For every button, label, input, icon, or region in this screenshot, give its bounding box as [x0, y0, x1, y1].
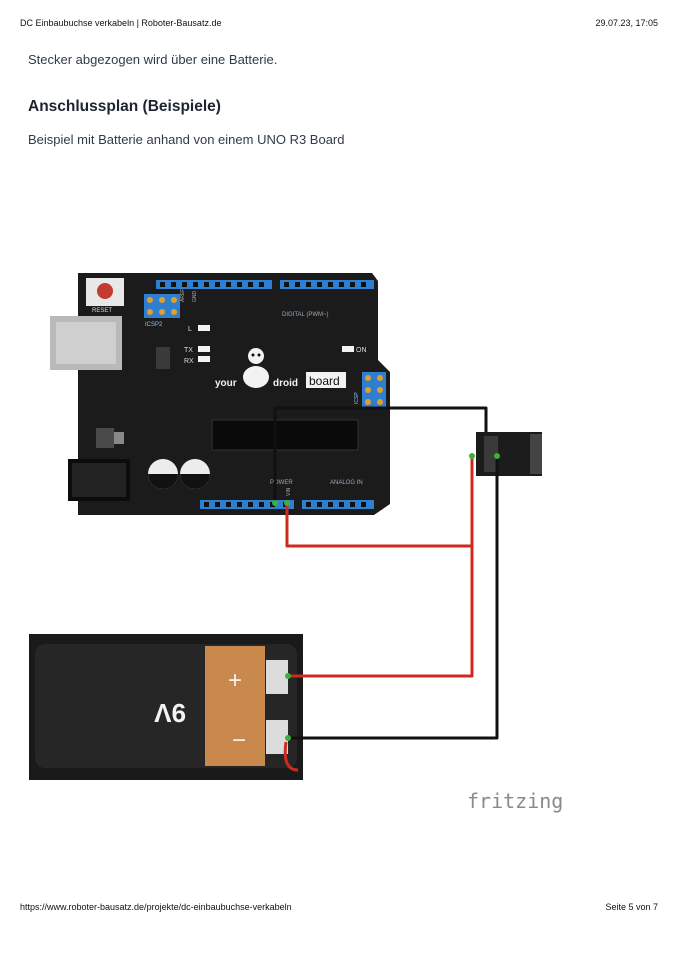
connection-dots — [272, 453, 500, 741]
digital-header-right — [280, 280, 374, 289]
battery-9v: 9V + − — [29, 634, 303, 780]
voltage-regulator — [96, 428, 114, 448]
led-tx — [198, 346, 210, 352]
crystal — [156, 347, 170, 369]
analog-label: ANALOG IN — [330, 480, 363, 486]
wire-plus-battery — [288, 456, 474, 678]
led-l — [198, 325, 210, 331]
power-header — [200, 500, 294, 509]
reset-label: RESET — [92, 308, 112, 314]
analog-header — [302, 500, 374, 509]
print-footer-url: https://www.roboter-bausatz.de/projekte/… — [20, 902, 292, 912]
print-header-datetime: 29.07.23, 17:05 — [595, 18, 658, 28]
yourdroid-logo: your droid board — [215, 348, 346, 389]
battery-label: 9V — [154, 698, 186, 728]
wires — [273, 406, 499, 772]
wire-gnd-board — [273, 406, 488, 503]
battery-copper-band — [205, 646, 265, 766]
power-label: POWER — [270, 480, 293, 486]
print-header-title: DC Einbaubuchse verkabeln | Roboter-Baus… — [20, 18, 222, 28]
led-l-label: L — [188, 326, 192, 333]
led-rx — [198, 356, 210, 362]
dc-barrel-jack — [476, 432, 542, 476]
digital-header-left — [156, 280, 272, 289]
vin-label: VIN — [286, 487, 292, 496]
battery-plus-sign: + — [228, 667, 242, 694]
icsp2-header: ICSP2 — [144, 294, 180, 328]
logo-text-your: your — [215, 378, 237, 389]
wire-vin-board — [285, 503, 472, 548]
paragraph-example: Beispiel mit Batterie anhand von einem U… — [28, 132, 345, 147]
led-on-label: ON — [356, 347, 367, 354]
led-tx-label: TX — [184, 347, 193, 354]
icsp-label: ICSP — [354, 392, 360, 404]
gnd-top-label: GND — [192, 291, 198, 303]
icsp2-label: ICSP2 — [145, 322, 163, 328]
logo-badge: board — [309, 374, 340, 388]
battery-minus-sign: − — [232, 727, 246, 754]
battery-short-lead — [283, 741, 299, 772]
battery-minus-terminal — [266, 720, 288, 754]
led-rx-label: RX — [184, 358, 194, 365]
section-heading: Anschlussplan (Beispiele) — [28, 98, 221, 115]
logo-text-droid: droid — [273, 378, 298, 389]
battery-plus-terminal — [266, 660, 288, 694]
fritzing-watermark: fritzing — [467, 789, 563, 813]
icsp-header: ICSP — [354, 372, 386, 408]
aref-label: AREF — [180, 289, 186, 302]
arduino-uno-board: RESET ICSP2 AREF GND DIGITAL (PWM~) L TX… — [50, 273, 390, 515]
led-on — [342, 346, 354, 352]
microcontroller-chip — [211, 419, 359, 451]
print-footer-page: Seite 5 von 7 — [605, 902, 658, 912]
digital-label: DIGITAL (PWM~) — [282, 312, 329, 318]
paragraph-intro: Stecker abgezogen wird über eine Batteri… — [28, 52, 278, 67]
wire-minus-battery — [288, 456, 499, 740]
